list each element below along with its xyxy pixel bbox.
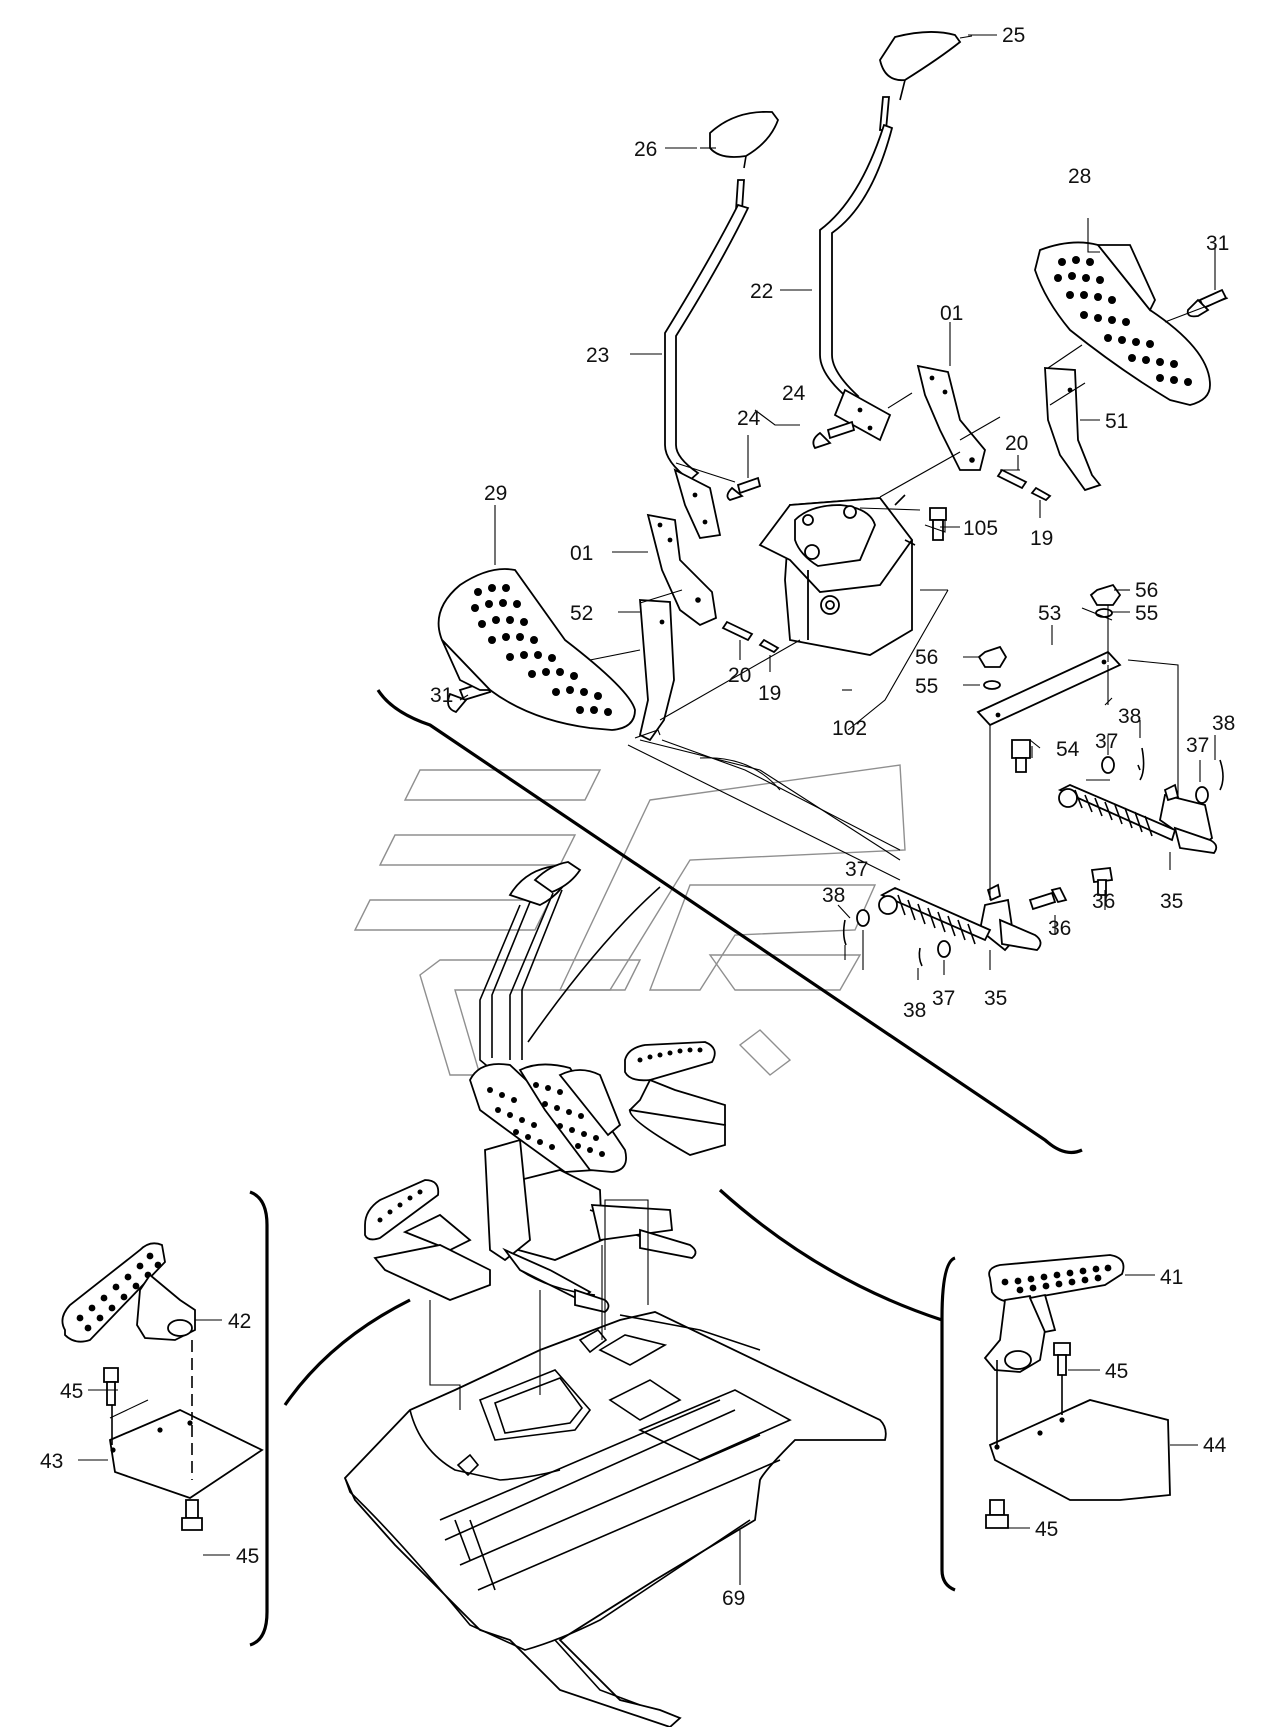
callout-20: 20 (1005, 432, 1028, 455)
callout-69: 69 (722, 1587, 745, 1610)
callout-37: 37 (932, 987, 955, 1010)
floor-plate-69 (343, 1311, 887, 1727)
bolts (447, 288, 1228, 911)
spring-rod-35-center (878, 883, 1042, 952)
callout-43: 43 (40, 1450, 63, 1473)
callout-28: 28 (1068, 165, 1091, 188)
pedal-28 (1034, 241, 1211, 406)
assembly-lines (109, 35, 1229, 1419)
callout-24: 24 (782, 382, 806, 405)
detail-pedal-42 (61, 1242, 196, 1343)
callout-24: 24 (737, 407, 761, 430)
callout-52: 52 (570, 602, 593, 625)
detail-pedal-41 (983, 1254, 1125, 1373)
callout-38: 38 (1212, 712, 1235, 735)
callout-37: 37 (1095, 730, 1118, 753)
callout-38: 38 (822, 884, 845, 907)
callout-55: 55 (1135, 602, 1158, 625)
callout-19: 19 (758, 682, 781, 705)
callout-36: 36 (1048, 917, 1071, 940)
callout-37: 37 (1186, 734, 1209, 757)
assembled-left-pedal (364, 1179, 491, 1301)
detail-plate-43 (103, 1340, 264, 1531)
callout-labels: 25 26 28 31 22 23 01 24 24 51 20 29 105 … (40, 24, 1235, 1610)
callout-45: 45 (1035, 1518, 1058, 1541)
callout-56: 56 (915, 646, 938, 669)
callout-102: 102 (832, 717, 867, 740)
callout-38: 38 (1118, 705, 1141, 728)
callout-56: 56 (1135, 579, 1158, 602)
valve-block-102 (758, 494, 916, 656)
plate-53 (976, 650, 1122, 727)
spring-rod-35-right (1057, 783, 1218, 854)
callout-31: 31 (430, 684, 453, 707)
callout-42: 42 (228, 1310, 251, 1333)
callout-44: 44 (1203, 1434, 1227, 1457)
callout-35: 35 (984, 987, 1007, 1010)
assembled-right-pedal (624, 1041, 726, 1156)
divider-arcs (249, 689, 1083, 1647)
callout-45: 45 (60, 1380, 83, 1403)
assembled-control-unit (469, 861, 697, 1313)
callout-22: 22 (750, 280, 773, 303)
bracket-52 (638, 599, 675, 742)
callout-37: 37 (845, 858, 868, 881)
callout-leaders (78, 34, 1216, 1585)
callout-53: 53 (1038, 602, 1061, 625)
callout-29: 29 (484, 482, 507, 505)
lever-23-26 (664, 110, 780, 539)
callout-105: 105 (963, 517, 998, 540)
detail-plate-44 (985, 1342, 1171, 1529)
callout-31: 31 (1206, 232, 1229, 255)
callout-23: 23 (586, 344, 609, 367)
pins-upper (721, 468, 1052, 654)
callout-55: 55 (915, 675, 938, 698)
callout-01: 01 (570, 542, 593, 565)
callout-25: 25 (1002, 24, 1025, 47)
watermark-logo (353, 764, 906, 1076)
callout-54: 54 (1056, 738, 1080, 761)
pedal-29 (437, 568, 636, 731)
callout-38: 38 (903, 999, 926, 1022)
lever-22-25 (819, 31, 962, 442)
callout-26: 26 (634, 138, 657, 161)
callout-51: 51 (1105, 410, 1128, 433)
callout-01: 01 (940, 302, 963, 325)
callout-35: 35 (1160, 890, 1183, 913)
callout-36: 36 (1092, 890, 1115, 913)
callout-45: 45 (1105, 1360, 1128, 1383)
bracket-51 (1044, 367, 1102, 492)
callout-19: 19 (1030, 527, 1053, 550)
callout-41: 41 (1160, 1266, 1183, 1289)
callout-20: 20 (728, 664, 751, 687)
callout-45: 45 (236, 1545, 259, 1568)
pins-washers (842, 747, 1224, 967)
bracket-01-lower (646, 513, 717, 627)
bracket-01-upper (916, 364, 986, 471)
